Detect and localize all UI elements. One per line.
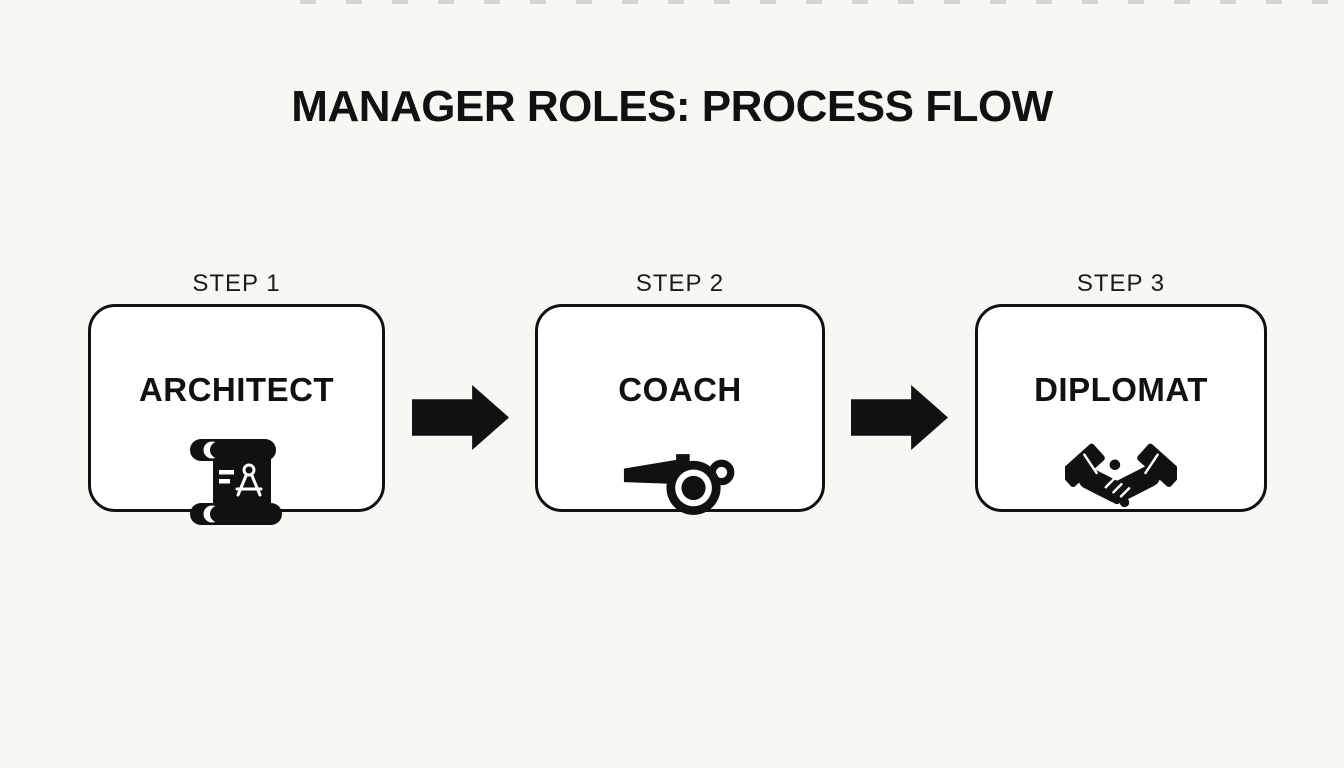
top-edge-artifact bbox=[300, 0, 1344, 4]
handshake-icon bbox=[978, 441, 1264, 509]
step-group-diplomat: STEP 3 DIPLOMAT bbox=[975, 270, 1267, 515]
role-title: DIPLOMAT bbox=[1034, 371, 1208, 408]
flow-arrow-1 bbox=[412, 385, 509, 450]
blueprint-scroll-icon bbox=[91, 437, 382, 527]
step-card-diplomat: DIPLOMAT bbox=[975, 304, 1267, 512]
step-label: STEP 1 bbox=[192, 270, 281, 297]
diagram-title: MANAGER ROLES: PROCESS FLOW bbox=[291, 82, 1053, 131]
flow-arrow-2 bbox=[851, 385, 948, 450]
step-card-architect: ARCHITECT bbox=[88, 304, 385, 525]
step-group-architect: STEP 1 ARCHITECT bbox=[88, 270, 385, 525]
role-title: COACH bbox=[618, 371, 742, 408]
role-title: ARCHITECT bbox=[138, 371, 335, 408]
whistle-icon bbox=[538, 453, 822, 517]
step-label: STEP 3 bbox=[1076, 270, 1166, 297]
step-card-coach: COACH bbox=[535, 304, 825, 515]
step-group-coach: STEP 2 COACH bbox=[535, 270, 825, 515]
step-label: STEP 2 bbox=[635, 270, 725, 297]
